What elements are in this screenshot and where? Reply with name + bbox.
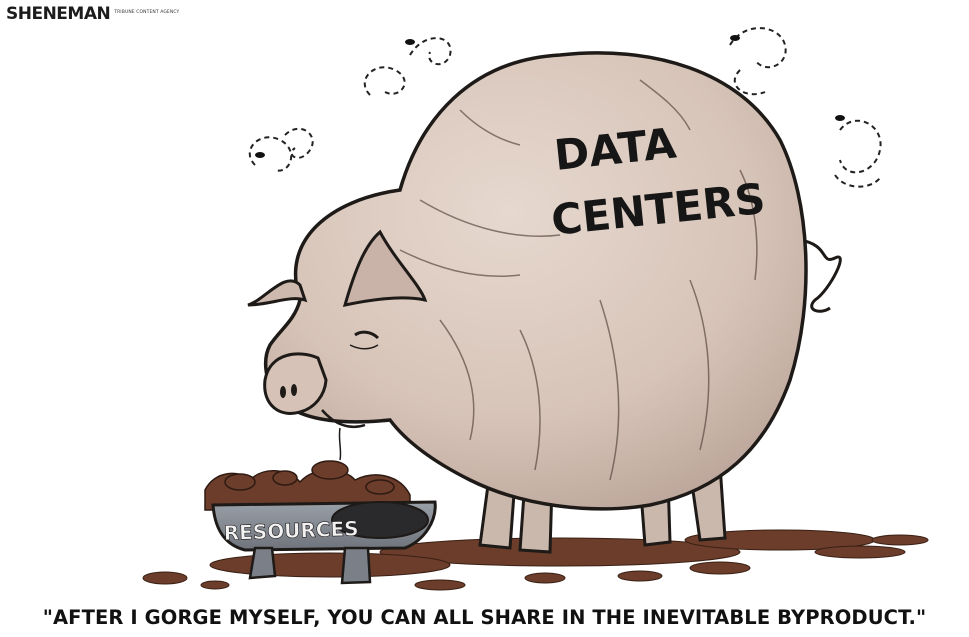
stink-swirl-1 bbox=[363, 66, 406, 96]
pig-body bbox=[263, 51, 808, 511]
pig-eye bbox=[354, 330, 380, 340]
flies bbox=[255, 35, 845, 158]
stink-swirl-8 bbox=[834, 174, 881, 188]
fly-icon bbox=[835, 115, 845, 121]
pig-nostril bbox=[280, 386, 286, 398]
stink-swirl-3 bbox=[248, 136, 293, 172]
fly-icon bbox=[255, 152, 265, 158]
cartoon-caption: "AFTER I GORGE MYSELF, YOU CAN ALL SHARE… bbox=[42, 606, 927, 629]
food-pile bbox=[204, 460, 411, 511]
artist-signature: SHENEMAN TRIBUNE CONTENT AGENCY bbox=[6, 4, 179, 24]
pig-tail bbox=[799, 238, 842, 313]
stink-swirl-7 bbox=[839, 119, 882, 174]
pig-fur-lines bbox=[399, 79, 758, 481]
stink-swirls bbox=[248, 27, 882, 188]
pig-drool bbox=[338, 427, 342, 461]
artist-name: SHENEMAN bbox=[6, 4, 111, 24]
pig-nostril bbox=[291, 384, 297, 396]
fly-icon bbox=[405, 39, 415, 45]
stink-swirl-6 bbox=[733, 69, 766, 96]
stink-swirl-4 bbox=[284, 127, 314, 159]
pig-ear-left bbox=[247, 279, 308, 307]
trough: RESOURCES bbox=[211, 500, 437, 585]
agency-name: TRIBUNE CONTENT AGENCY bbox=[114, 10, 180, 15]
fly-icon bbox=[730, 35, 740, 41]
pig-mouth bbox=[321, 409, 366, 429]
trough-label: RESOURCES bbox=[223, 516, 359, 545]
pig-snout bbox=[263, 352, 328, 415]
stink-swirl-5 bbox=[729, 27, 787, 69]
stink-swirl-2 bbox=[409, 37, 452, 66]
pig-ear-right bbox=[342, 229, 428, 307]
